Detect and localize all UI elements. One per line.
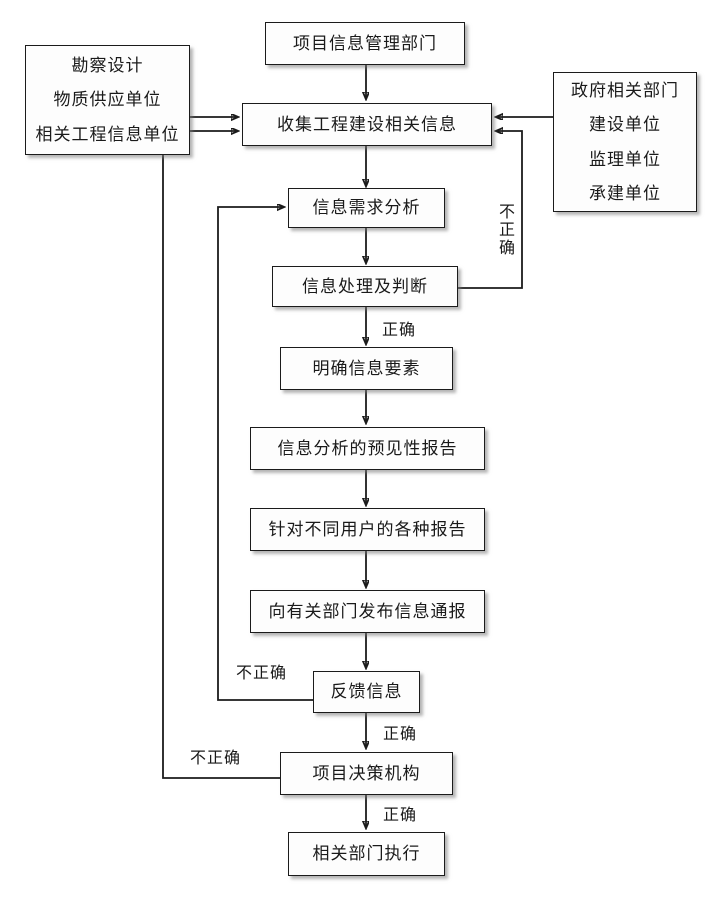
edge-label-process-incorrect: 不正确 [496,203,513,257]
left-sources-line-3: 相关工程信息单位 [35,124,180,144]
right-sources-line-3: 监理单位 [589,149,661,169]
node-process-judge[interactable]: 信息处理及判断 [272,266,458,307]
node-dept-execute-label: 相关部门执行 [312,844,421,864]
node-process-judge-label: 信息处理及判断 [302,276,428,296]
edge-label-feedback-correct: 正确 [383,726,418,743]
node-feedback-info[interactable]: 反馈信息 [313,671,420,713]
node-collect-info-label: 收集工程建设相关信息 [277,114,457,134]
edge-label-decision-correct: 正确 [383,807,418,824]
node-demand-analysis[interactable]: 信息需求分析 [288,188,445,228]
node-collect-info[interactable]: 收集工程建设相关信息 [242,103,492,146]
node-dept-execute[interactable]: 相关部门执行 [288,832,445,876]
node-project-info-dept[interactable]: 项目信息管理部门 [265,22,465,65]
left-sources-line-2: 物质供应单位 [53,90,162,110]
right-sources-line-1: 政府相关部门 [571,80,679,100]
node-predictive-report-label: 信息分析的预见性报告 [277,438,458,458]
node-user-reports-label: 针对不同用户的各种报告 [268,519,467,539]
node-clarify-elements[interactable]: 明确信息要素 [280,347,453,390]
node-decision-body[interactable]: 项目决策机构 [280,752,453,795]
node-clarify-elements-label: 明确信息要素 [312,358,421,378]
node-decision-body-label: 项目决策机构 [312,763,421,783]
right-sources-line-2: 建设单位 [589,115,661,134]
node-user-reports[interactable]: 针对不同用户的各种报告 [250,508,485,551]
node-publish-bulletin-label: 向有关部门发布信息通报 [268,601,467,621]
node-left-sources[interactable]: 勘察设计 物质供应单位 相关工程信息单位 [25,45,190,155]
left-sources-line-1: 勘察设计 [71,55,144,75]
node-publish-bulletin[interactable]: 向有关部门发布信息通报 [250,590,485,633]
node-feedback-info-label: 反馈信息 [330,682,403,702]
node-project-info-dept-label: 项目信息管理部门 [293,33,437,53]
node-predictive-report[interactable]: 信息分析的预见性报告 [250,427,485,470]
node-demand-analysis-label: 信息需求分析 [312,198,421,218]
right-sources-line-4: 承建单位 [589,184,661,203]
edge-label-feedback-incorrect: 不正确 [236,665,288,682]
edge-label-process-correct: 正确 [382,322,417,339]
node-right-sources[interactable]: 政府相关部门 建设单位 监理单位 承建单位 [553,72,697,212]
edge-label-decision-incorrect: 不正确 [190,750,242,767]
